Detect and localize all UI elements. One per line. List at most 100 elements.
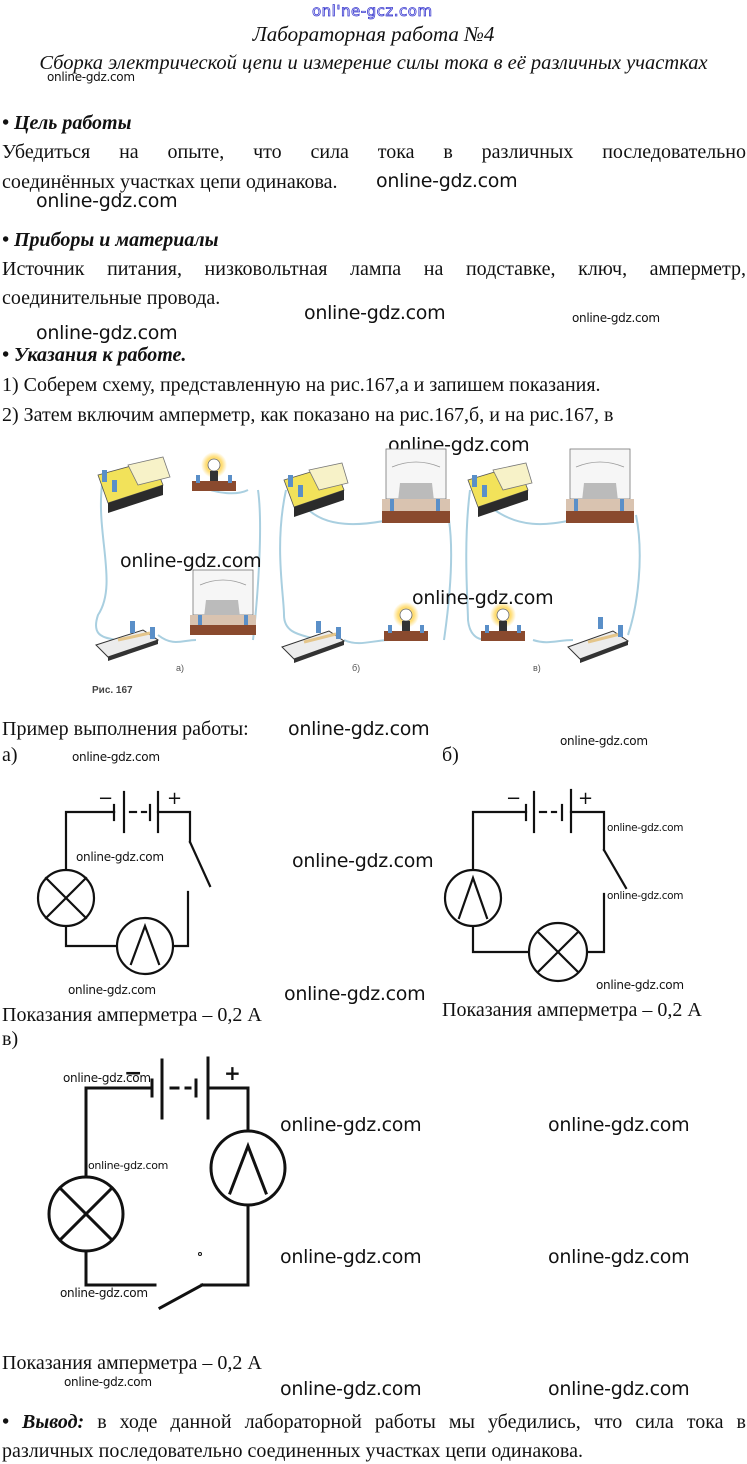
- wire: [84, 1086, 154, 1184]
- figure-167-svg: [95, 448, 641, 663]
- figure-number: Рис. 167: [92, 685, 133, 696]
- switch-icon: [281, 621, 346, 663]
- example-intro: Пример выполнения работы:: [2, 718, 249, 740]
- conclusion-label: • Вывод:: [2, 1411, 85, 1433]
- circuit-c-reading: Показания амперметра – 0,2 А: [2, 1352, 262, 1374]
- watermark: online-gdz.com: [280, 1246, 422, 1268]
- power-supply-icon: [97, 456, 171, 513]
- watermark: online-gdz.com: [63, 1071, 151, 1085]
- watermark: online-gdz.com: [548, 1378, 690, 1400]
- watermark: online-gdz.com: [292, 850, 434, 872]
- figure-167-illustration: а) б) в) Рис. 167: [88, 435, 648, 705]
- circuit-c-label: в): [2, 1028, 19, 1050]
- lamp-symbol: [527, 921, 589, 983]
- plus-sign: +: [224, 1061, 241, 1085]
- watermark: online-gdz.com: [284, 983, 426, 1005]
- panel-c-scene: [465, 448, 641, 663]
- watermark: online-gdz.com: [548, 1114, 690, 1136]
- materials-heading: • Приборы и материалы: [2, 229, 219, 251]
- lamp-icon: [384, 602, 428, 641]
- watermark: online-gdz.com: [376, 170, 518, 192]
- power-supply-icon: [283, 462, 349, 517]
- ammeter-symbol: [209, 1129, 287, 1207]
- circuit-b-label: б): [442, 744, 459, 766]
- panel-a-scene: [95, 452, 262, 661]
- instruction-step-1: 1) Соберем схему, представленную на рис.…: [2, 374, 601, 396]
- wire: [471, 810, 528, 872]
- wire: [586, 892, 606, 954]
- watermark: online-gdz.com: [36, 190, 178, 212]
- conclusion-line1: • Вывод: в ходе данной лабораторной рабо…: [2, 1411, 746, 1434]
- circuit-a-diagram: − +: [36, 788, 212, 976]
- lamp-symbol: [36, 868, 96, 928]
- ammeter-icon: [566, 448, 634, 523]
- switch-icon: [95, 621, 160, 661]
- watermark: online-gdz.com: [548, 1246, 690, 1268]
- wire: [84, 1244, 157, 1287]
- wire: [170, 890, 190, 948]
- wire: [303, 504, 390, 526]
- watermark: online-gdz.com: [560, 734, 648, 748]
- ammeter-icon: [190, 569, 256, 635]
- switch-lever: [602, 848, 628, 890]
- watermark: online-gdz.com: [288, 718, 430, 740]
- wire: [343, 639, 390, 645]
- instructions-heading: • Указания к работе.: [2, 344, 187, 366]
- watermark: online-gdz.com: [280, 1378, 422, 1400]
- wire: [443, 519, 453, 641]
- watermark: online-gdz.com: [76, 850, 164, 864]
- panel-b-scene: [279, 448, 453, 663]
- plus-sign: +: [578, 788, 593, 809]
- plus-sign: +: [167, 788, 182, 809]
- lab-subtitle: Сборка электрической цепи и измерение си…: [39, 52, 708, 74]
- wire: [279, 489, 320, 641]
- watermark: online-gdz.com: [72, 750, 160, 764]
- goal-text-line2: соединённых участках цепи одинакова.: [2, 171, 338, 193]
- wire: [156, 810, 192, 844]
- artifact-dot: [198, 1252, 202, 1256]
- circuit-b-reading: Показания амперметра – 0,2 А: [442, 999, 702, 1021]
- watermark: online-gdz.com: [88, 1159, 169, 1172]
- conclusion-line2: различных последовательно соединенных уч…: [2, 1440, 583, 1462]
- instruction-step-2: 2) Затем включим амперметр, как показано…: [2, 404, 614, 426]
- lamp-symbol: [47, 1175, 125, 1253]
- circuit-a-label: а): [2, 744, 18, 766]
- watermark: online-gdz.com: [36, 322, 178, 344]
- wire: [64, 924, 120, 948]
- minus-sign: −: [506, 788, 521, 809]
- circuit-c-diagram: − +: [47, 1056, 287, 1311]
- goal-heading: • Цель работы: [2, 112, 132, 134]
- wire: [471, 926, 530, 954]
- watermark: online-gdz.com: [572, 311, 660, 325]
- conclusion-text-1: в ходе данной лабораторной работы мы убе…: [84, 1411, 746, 1433]
- switch-lever: [157, 1282, 205, 1311]
- watermark: online-gdz.com: [304, 302, 446, 324]
- minus-sign: −: [98, 788, 113, 809]
- ammeter-symbol: [115, 916, 175, 976]
- panel-c-label: в): [533, 663, 541, 673]
- watermark: online-gdz.com: [412, 587, 554, 609]
- switch-lever: [188, 840, 212, 888]
- wire: [627, 514, 641, 636]
- watermark: online-gdz.com: [64, 1375, 152, 1389]
- top-watermark: onl'ne-gcz.com: [312, 2, 433, 21]
- power-supply-icon: [467, 462, 533, 517]
- wire: [532, 639, 574, 644]
- watermark: online-gdz.com: [607, 822, 684, 834]
- wire: [200, 1194, 250, 1287]
- minus-sign: −: [124, 1061, 142, 1086]
- wire: [569, 810, 606, 852]
- lab-title: Лабораторная работа №4: [252, 22, 495, 46]
- wire: [157, 634, 197, 643]
- watermark: online-gdz.com: [120, 550, 262, 572]
- panel-b-label: б): [352, 663, 361, 673]
- watermark: online-gdz.com: [280, 1114, 422, 1136]
- ammeter-symbol: [443, 868, 503, 928]
- watermark: online-gdz.com: [596, 978, 684, 992]
- ammeter-icon: [382, 448, 450, 523]
- materials-text-line1: Источник питания, низковольтная лампа на…: [2, 258, 746, 280]
- panel-a-label: а): [176, 663, 185, 673]
- watermark: online-gdz.com: [60, 1286, 148, 1300]
- wire: [206, 1086, 250, 1142]
- lamp-icon: [481, 602, 525, 641]
